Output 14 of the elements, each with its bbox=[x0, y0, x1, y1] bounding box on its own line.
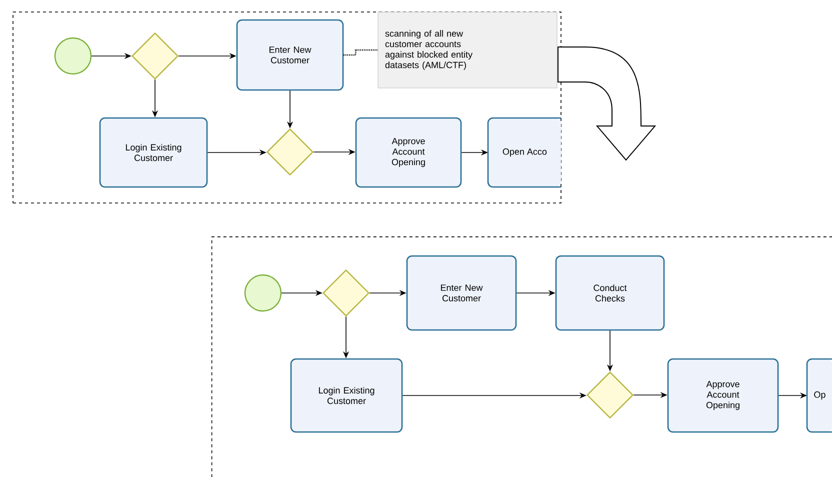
task-box: Open Acco bbox=[487, 117, 561, 188]
task-box: Approve Account Opening bbox=[667, 358, 779, 433]
task-box: Conduct Checks bbox=[555, 255, 665, 331]
association-line bbox=[344, 49, 378, 56]
start-circle bbox=[244, 274, 282, 312]
task-box: Enter New Customer bbox=[406, 255, 517, 331]
task-box: Op bbox=[806, 358, 832, 433]
task-box: Enter New Customer bbox=[236, 19, 344, 91]
start-circle bbox=[54, 37, 92, 75]
dashed-frame bbox=[211, 236, 832, 477]
task-box: Approve Account Opening bbox=[355, 117, 462, 188]
task-box: Login Existing Customer bbox=[99, 117, 208, 188]
annotation-box: scanning of all new customer accounts against blocked entity datasets (AML/CTF) bbox=[378, 12, 558, 88]
task-box: Login Existing Customer bbox=[290, 358, 403, 433]
